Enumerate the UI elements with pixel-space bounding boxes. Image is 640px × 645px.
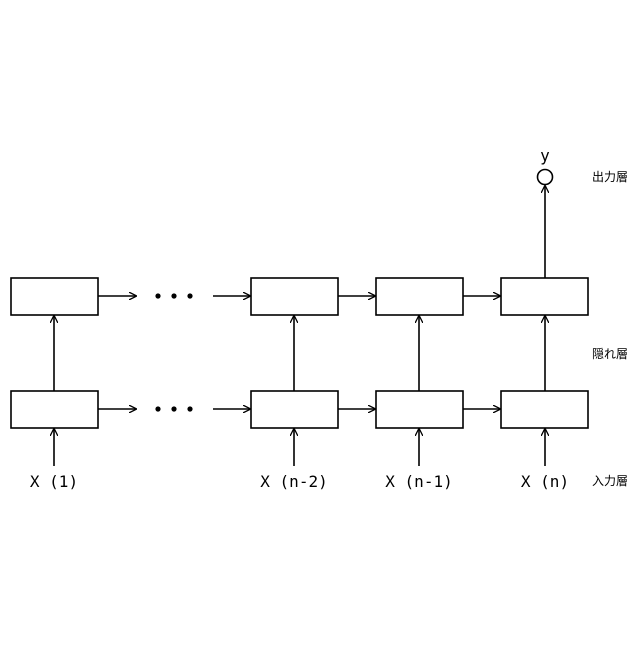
hidden-box-lower-n-1 bbox=[376, 391, 463, 428]
output-node bbox=[538, 170, 553, 185]
ellipsis-dot-lower-1 bbox=[155, 406, 160, 411]
ellipsis-dot-lower-3 bbox=[187, 406, 192, 411]
hidden-box-upper-n-2 bbox=[251, 278, 338, 315]
ellipsis-dot-lower-2 bbox=[171, 406, 176, 411]
hidden-box-lower-n-2 bbox=[251, 391, 338, 428]
input-label-n-2: X (n-2) bbox=[260, 472, 327, 491]
output-label: y bbox=[540, 146, 550, 165]
hidden-box-upper-1 bbox=[11, 278, 98, 315]
hidden-box-upper-n bbox=[501, 278, 588, 315]
input-label-1: X (1) bbox=[30, 472, 78, 491]
input-label-n-1: X (n-1) bbox=[385, 472, 452, 491]
hidden-box-lower-n bbox=[501, 391, 588, 428]
ellipsis-dot-upper-2 bbox=[171, 293, 176, 298]
hidden-box-lower-1 bbox=[11, 391, 98, 428]
ellipsis-dot-upper-1 bbox=[155, 293, 160, 298]
layer-label-output: 出力層 bbox=[592, 170, 628, 184]
layer-label-hidden: 隠れ層 bbox=[592, 347, 628, 361]
input-label-n: X (n) bbox=[521, 472, 569, 491]
hidden-box-upper-n-1 bbox=[376, 278, 463, 315]
ellipsis-dot-upper-3 bbox=[187, 293, 192, 298]
layer-label-input: 入力層 bbox=[592, 474, 628, 488]
